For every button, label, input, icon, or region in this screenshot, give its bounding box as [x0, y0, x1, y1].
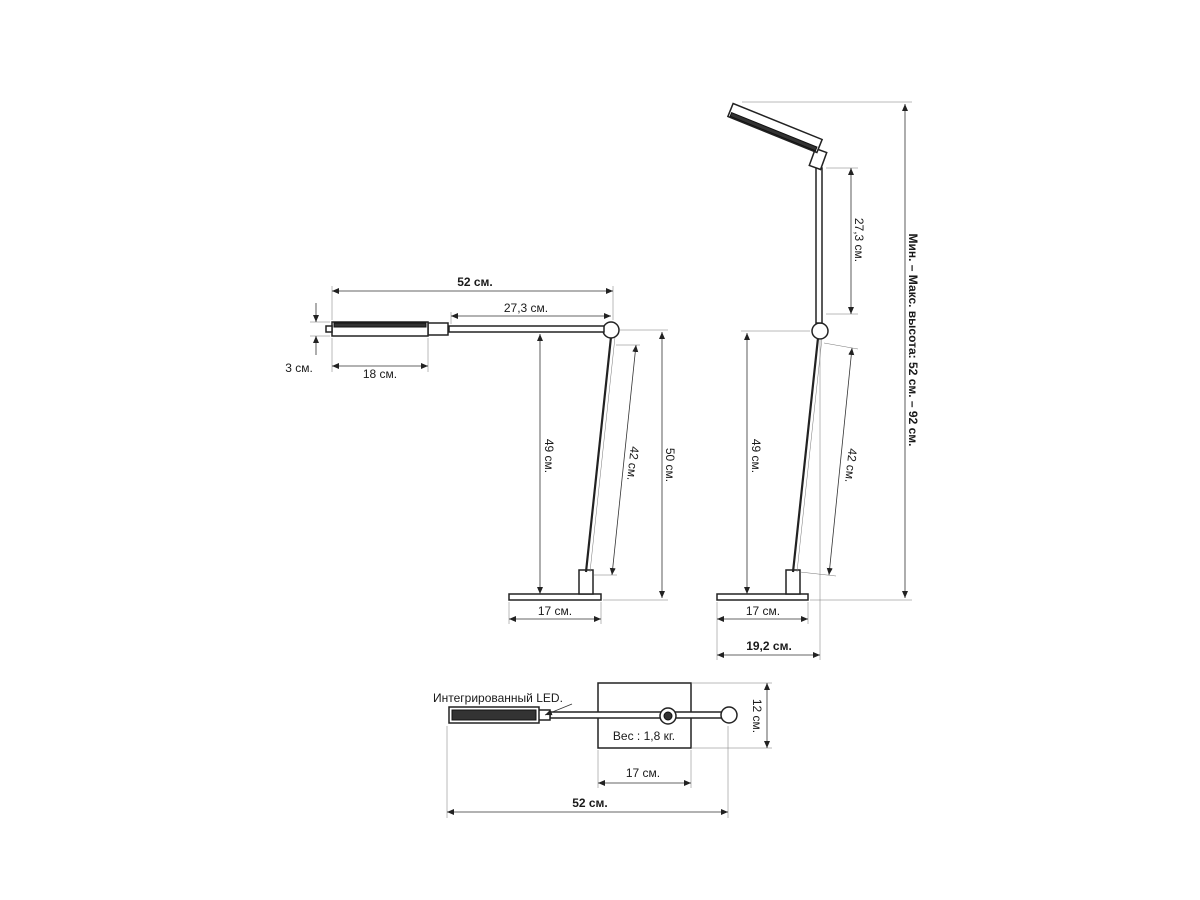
top-led-label: Интегрированный LED. — [433, 691, 563, 705]
side-pole-socket — [578, 569, 594, 595]
side-base — [508, 593, 602, 601]
side-pole — [584, 336, 613, 573]
top-pivot-knob — [720, 706, 738, 724]
upright-base — [716, 593, 809, 601]
upright-led-strip — [729, 111, 818, 152]
upright-pole-length-label: 42 см. — [842, 448, 860, 484]
upright-height-range-label: Мин. – Макс. высота: 52 см. – 92 см. — [906, 234, 920, 447]
upright-upper-arm-label: 27,3 см. — [852, 218, 866, 262]
side-led-strip — [333, 322, 427, 328]
upright-view: 27,3 см. 49 см. 42 см. 17 см. 19,2 см. М… — [716, 101, 920, 660]
side-base-width-label: 17 см. — [538, 604, 572, 618]
upright-base-width-label: 17 см. — [746, 604, 780, 618]
top-base-width-label: 17 см. — [626, 766, 660, 780]
side-arm — [448, 325, 605, 333]
upright-overall-base-label: 19,2 см. — [746, 639, 792, 653]
top-head-connector — [537, 709, 551, 721]
upright-upper-arm — [815, 167, 823, 324]
top-base-depth-label: 12 см. — [750, 699, 764, 733]
top-weight-label: Вес : 1,8 кг. — [613, 729, 675, 743]
upright-pole — [791, 337, 820, 573]
upright-head-connector — [808, 147, 828, 171]
side-head-connector — [427, 322, 449, 336]
side-view: 52 см. 27,3 см. 3 см. 18 см. 49 см. 42 с… — [285, 275, 677, 624]
side-head-length-label: 18 см. — [363, 367, 397, 381]
side-pole-length-label: 42 см. — [624, 446, 642, 482]
upright-pivot-height-label: 49 см. — [749, 439, 763, 473]
top-arm — [549, 711, 723, 719]
side-head-endcap — [325, 325, 333, 333]
side-arm-height-label: 49 см. — [542, 439, 556, 473]
side-arm-length-label: 27,3 см. — [504, 301, 548, 315]
top-view: Интегрированный LED. Вес : 1,8 кг. 12 см… — [433, 682, 772, 818]
side-pivot-knob — [602, 321, 620, 339]
top-total-length-label: 52 см. — [572, 796, 608, 810]
upright-pivot-knob — [811, 322, 829, 340]
side-total-height-label: 50 см. — [663, 448, 677, 482]
top-led-panel — [451, 709, 537, 721]
side-head-thickness-label: 3 см. — [285, 361, 313, 375]
top-led-leader — [544, 703, 573, 716]
side-total-width-label: 52 см. — [457, 275, 493, 289]
upright-pole-socket — [785, 569, 801, 595]
